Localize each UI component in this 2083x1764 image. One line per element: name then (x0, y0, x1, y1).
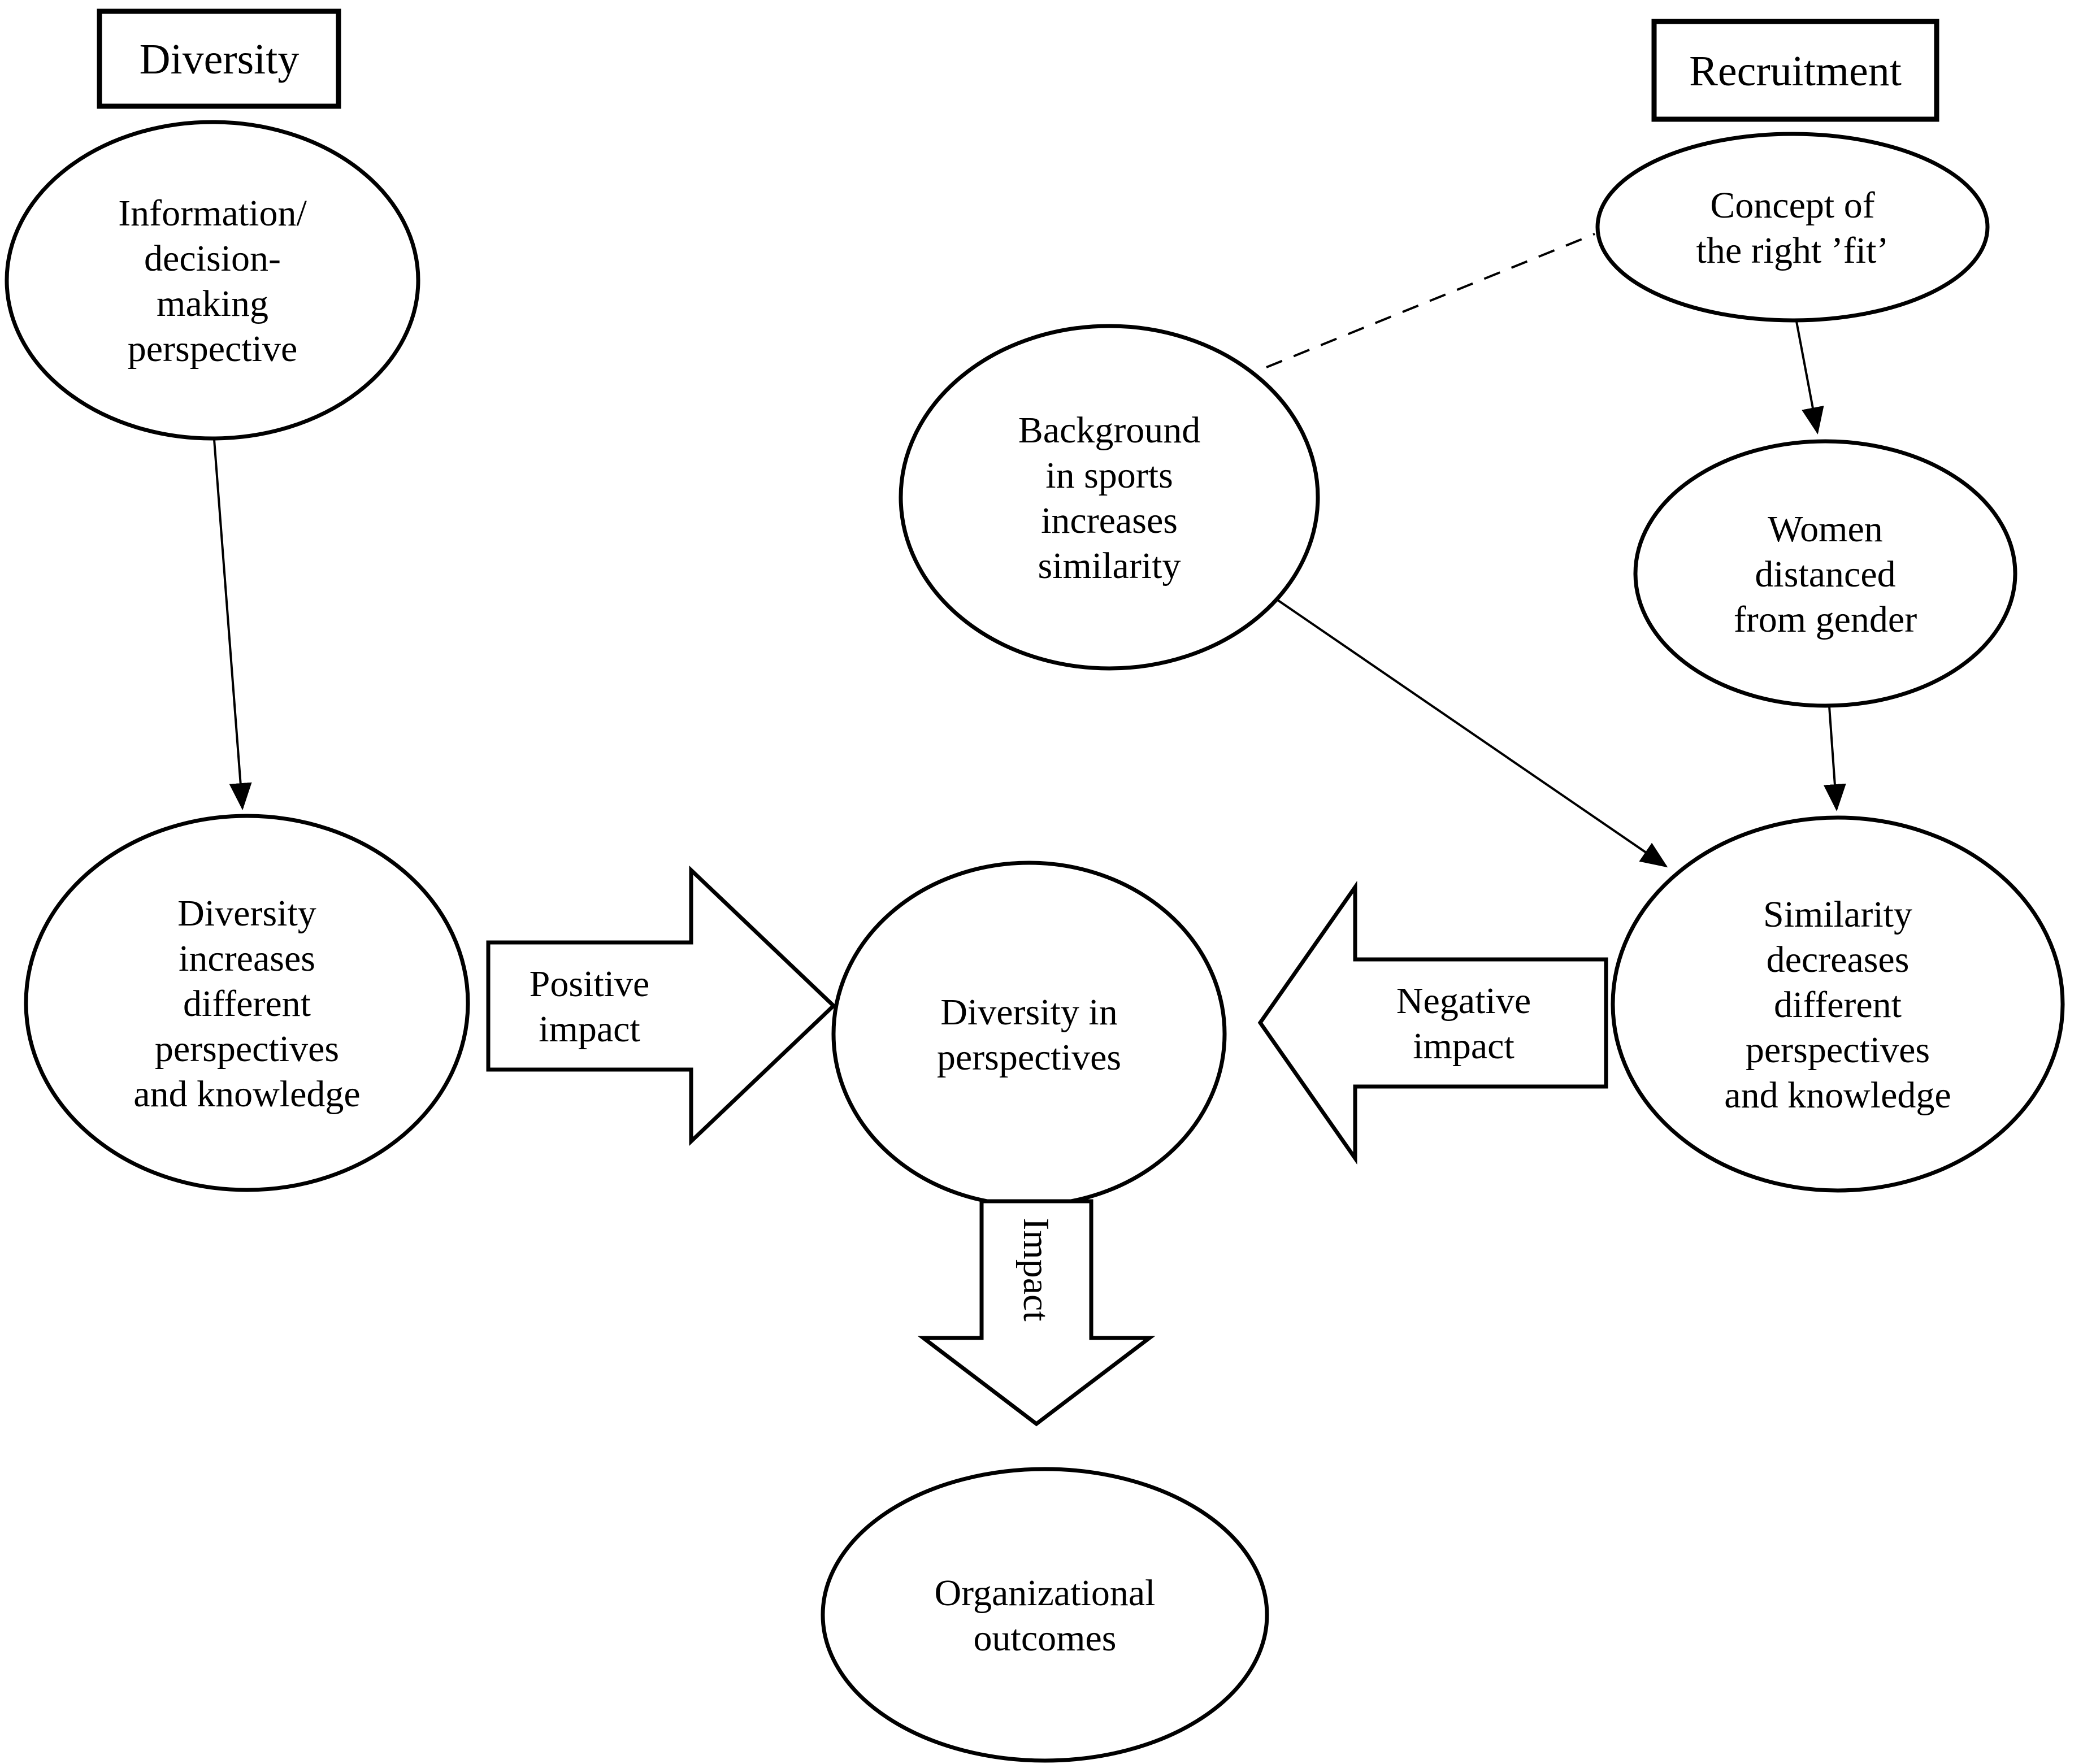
connector-dashed-background-to-concept (1266, 233, 1595, 368)
node-label: in sports (1045, 455, 1173, 496)
node-label: Similarity (1763, 894, 1912, 935)
node-label: perspective (128, 328, 298, 370)
node-label: decision- (144, 238, 281, 279)
negative-impact-block-arrow (1257, 880, 1608, 1165)
node-label: decreases (1767, 939, 1910, 980)
node-label: Organizational (935, 1572, 1156, 1614)
connector-info-to-div-increases (213, 439, 252, 810)
node-information-decision-making (5, 120, 420, 441)
node-background-in-sports (899, 324, 1320, 671)
node-label: perspectives (1746, 1029, 1930, 1071)
node-label: Women (1768, 509, 1883, 550)
node-label: perspectives (155, 1028, 339, 1070)
recruitment-category-box (1651, 19, 1939, 122)
node-concept-of-right-fit (1595, 132, 1990, 323)
impact-label: Impact (1016, 1218, 1057, 1321)
node-label: distanced (1755, 554, 1895, 595)
node-label: perspectives (937, 1037, 1121, 1078)
node-label: Diversity (177, 893, 316, 934)
diversity-category-label: Diversity (140, 36, 300, 83)
node-label: increases (1041, 500, 1178, 541)
node-label: Concept of (1710, 185, 1874, 226)
node-label: Background (1018, 410, 1201, 451)
positive-impact-label: Positive (530, 963, 650, 1005)
node-label: Diversity in (940, 992, 1117, 1033)
positive-impact-label: impact (539, 1009, 640, 1050)
diversity-category-box (97, 8, 341, 109)
node-label: making (157, 283, 268, 324)
node-organizational-outcomes (821, 1467, 1269, 1763)
node-label: similarity (1038, 545, 1181, 586)
node-diversity-increases (24, 814, 470, 1192)
connector-concept-to-women (1795, 321, 1824, 435)
connector-background-to-similarity (1273, 597, 1668, 868)
node-label: the right ’fit’ (1696, 230, 1889, 271)
node-women-distanced (1633, 439, 2017, 708)
node-label: different (183, 983, 311, 1024)
impact-block-arrow (917, 1199, 1156, 1427)
node-label: and knowledge (1724, 1075, 1951, 1116)
negative-impact-label: impact (1413, 1026, 1514, 1067)
positive-impact-block-arrow (486, 865, 837, 1146)
connector-women-to-similarity (1823, 706, 1846, 811)
node-label: outcomes (974, 1618, 1117, 1659)
recruitment-category-label: Recruitment (1689, 47, 1902, 95)
node-similarity-decreases (1611, 815, 2065, 1193)
node-label: from gender (1734, 599, 1917, 640)
negative-impact-label: Negative (1396, 980, 1531, 1022)
node-label: and knowledge (133, 1074, 360, 1115)
node-diversity-in-perspectives (831, 861, 1227, 1207)
node-label: increases (179, 938, 315, 979)
node-label: Information/ (118, 193, 307, 234)
node-label: different (1774, 984, 1902, 1026)
